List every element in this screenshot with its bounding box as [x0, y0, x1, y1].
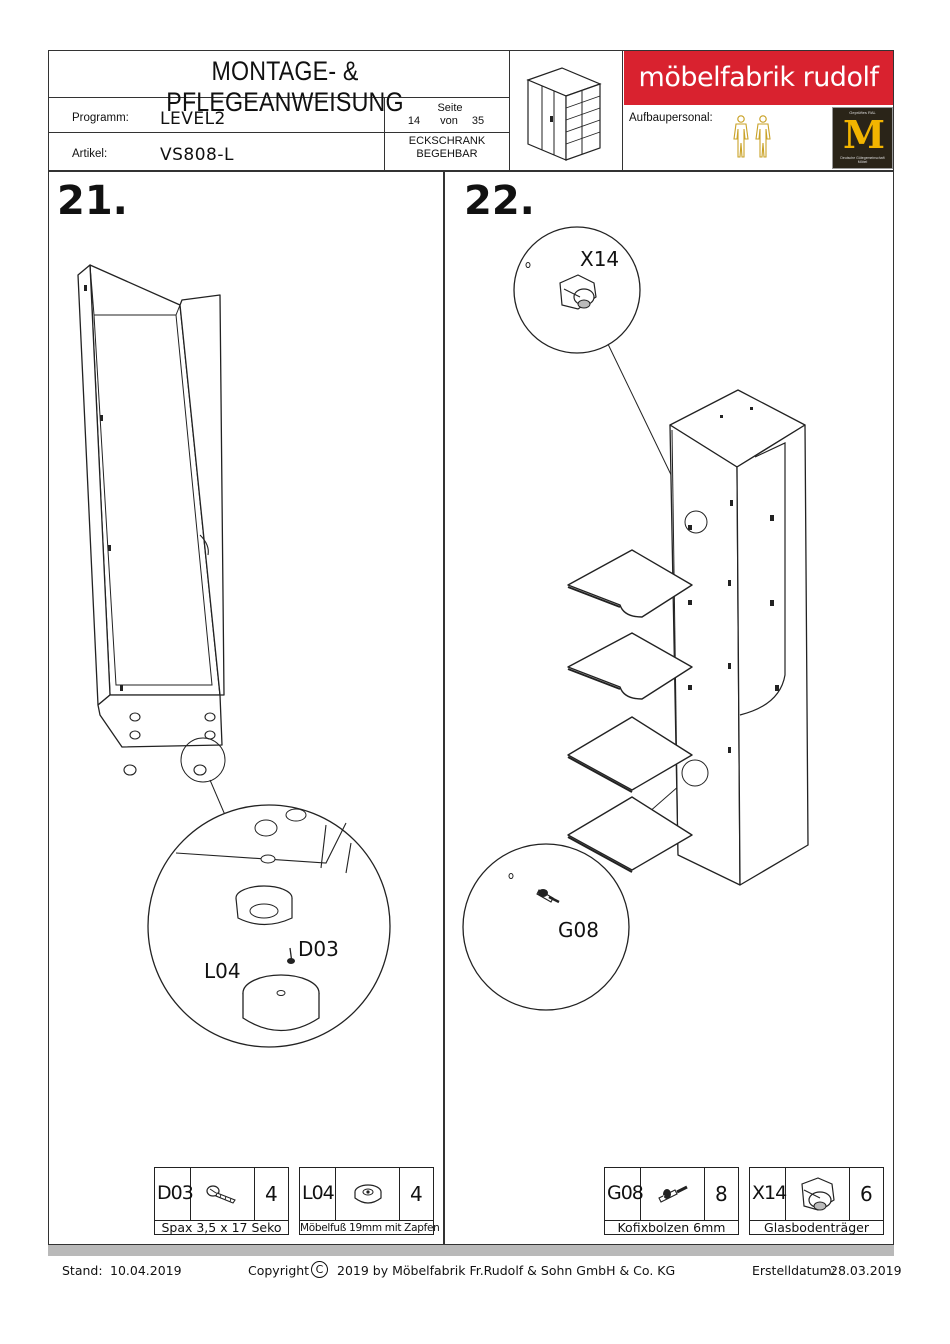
step-number-21: 21.: [57, 178, 128, 224]
callout-g08: G08: [558, 918, 599, 942]
created-date: 28.03.2019: [830, 1263, 902, 1278]
header-bottom-line: [48, 170, 894, 172]
glass-shelf-support-icon: [801, 1177, 835, 1211]
part-code-g08: G08: [607, 1182, 644, 1204]
callout-x14: X14: [580, 247, 620, 271]
part-desc-g08: Kofixbolzen 6mm: [605, 1220, 738, 1235]
page-current: 14: [407, 115, 421, 127]
part-desc-l04: Möbelfuß 19mm mit Zapfen: [300, 1220, 440, 1234]
page-title: MONTAGE- & PFLEGEANWEISUNG: [166, 56, 404, 117]
copyright-text: 2019 by Möbelfabrik Fr.Rudolf & Sohn Gmb…: [337, 1263, 676, 1278]
article-value: VS808-L: [160, 145, 234, 165]
person-icon: [755, 115, 771, 158]
program-label: Programm:: [72, 112, 129, 124]
step22-detail-circle-g08: [462, 843, 630, 1011]
copyright-symbol: C: [311, 1261, 328, 1278]
callout-l04: L04: [204, 959, 241, 983]
screw-icon: [206, 1185, 236, 1204]
step21-cabinet-illustration: [77, 264, 226, 783]
column-divider: [443, 170, 445, 1244]
step21-detail-circle: [147, 804, 391, 1048]
part-qty-x14: 6: [860, 1182, 873, 1206]
step22-shelves: [567, 549, 693, 873]
brand-logo: möbelfabrik rudolf: [624, 51, 893, 105]
part-code-l04: L04: [302, 1182, 335, 1204]
part-qty-d03: 4: [265, 1182, 278, 1206]
part-table-g08: G08 8 Kofixbolzen 6mm: [604, 1167, 739, 1235]
part-code-x14: X14: [752, 1182, 787, 1204]
page-total: 35: [471, 115, 485, 127]
callout-d03: D03: [298, 937, 339, 961]
part-desc-d03: Spax 3,5 x 17 Seko: [155, 1220, 288, 1235]
program-value: LEVEL2: [160, 109, 226, 129]
seal-top-text: Geprüftes RAL: [849, 110, 876, 115]
seal-letter: M: [843, 112, 886, 157]
furniture-foot-icon: [354, 1184, 382, 1204]
header-divider: [509, 50, 510, 170]
product-line1: ECKSCHRANK: [408, 135, 486, 147]
part-desc-x14: Glasbodenträger: [750, 1220, 883, 1235]
page-label: Seite: [437, 102, 463, 114]
shelf-pin-icon: [658, 1185, 688, 1203]
step22-cabinet-illustration: [669, 389, 809, 886]
part-code-d03: D03: [157, 1182, 194, 1204]
part-table-x14: X14 6 Glasbodenträger: [749, 1167, 884, 1235]
created-label: Erstelldatum:: [752, 1263, 836, 1278]
step22-detail-circle-x14: [513, 226, 641, 354]
step-number-22: 22.: [464, 178, 535, 224]
header-divider: [384, 97, 385, 170]
article-label: Artikel:: [72, 148, 108, 160]
header-divider: [48, 97, 509, 98]
header-divider: [48, 132, 509, 133]
stand-label: Stand:: [62, 1263, 103, 1278]
seal-bottom-text: Deutsche Gütegemeinschaft Möbel: [840, 156, 885, 164]
cabinet-thumbnail: [526, 67, 602, 161]
header-divider: [622, 50, 623, 170]
part-qty-l04: 4: [410, 1182, 423, 1206]
person-icon: [733, 115, 749, 158]
part-qty-g08: 8: [715, 1182, 728, 1206]
part-table-l04: L04 4 Möbelfuß 19mm mit Zapfen: [299, 1167, 440, 1235]
quality-seal: Geprüftes RAL M Deutsche Gütegemeinschaf…: [832, 107, 893, 169]
bottom-band: [48, 1244, 894, 1256]
stand-date: 10.04.2019: [110, 1263, 182, 1278]
product-line2: BEGEHBAR: [416, 148, 478, 160]
page-of: von: [440, 115, 458, 127]
personnel-label: Aufbaupersonal:: [629, 112, 713, 124]
copyright-label: Copyright: [248, 1263, 310, 1278]
part-table-d03: D03 4 Spax 3,5 x 17 Seko: [154, 1167, 289, 1235]
